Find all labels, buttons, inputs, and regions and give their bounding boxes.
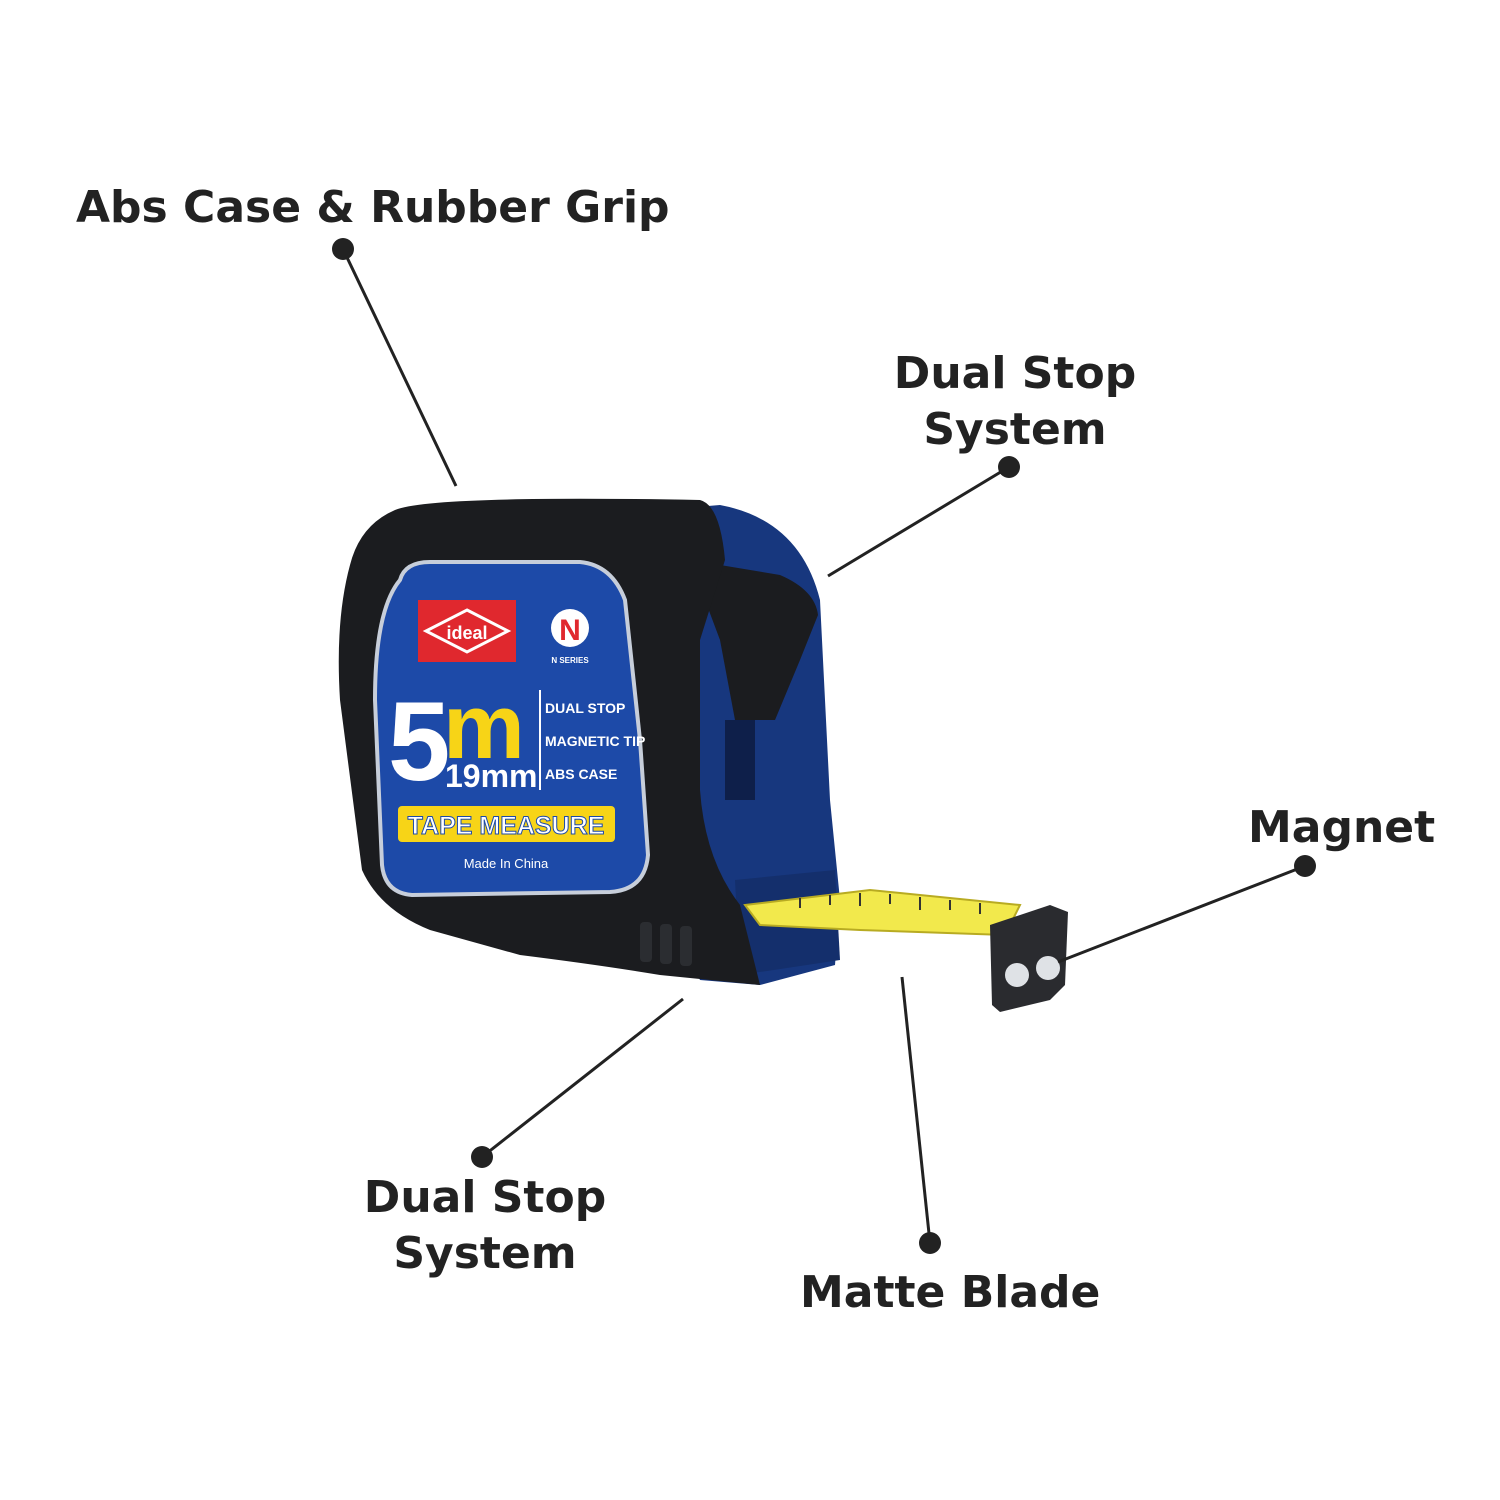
- leader-dual-stop-bottom: [481, 997, 684, 1159]
- series-badge: N N SERIES: [551, 609, 589, 665]
- leader-dot-dual-stop-bottom: [471, 1146, 493, 1168]
- length-number: 5: [388, 679, 450, 804]
- origin-text: Made In China: [464, 856, 549, 871]
- brand-name: ideal: [446, 623, 487, 643]
- callout-matte-blade: Matte Blade: [800, 1267, 1101, 1318]
- leader-dot-magnet: [1294, 855, 1316, 877]
- tape-width: 19mm: [445, 758, 538, 794]
- callout-dual-stop-top-line2: System: [923, 404, 1107, 455]
- series-badge-letter: N: [559, 614, 581, 647]
- blade-ticks: [799, 893, 981, 914]
- leader-dual-stop-top: [827, 465, 1010, 578]
- callout-dual-stop-top: Dual Stop System: [880, 346, 1150, 458]
- stop-button-top: [690, 560, 818, 720]
- callout-dual-stop-bottom-line1: Dual Stop: [363, 1172, 607, 1223]
- leader-magnet: [1057, 864, 1306, 964]
- callout-dual-stop-top-line1: Dual Stop: [893, 348, 1137, 399]
- callout-abs-case: Abs Case & Rubber Grip: [76, 182, 670, 233]
- leader-dot-matte-blade: [919, 1232, 941, 1254]
- product-name: TAPE MEASURE: [408, 812, 605, 840]
- magnetic-tip: [990, 905, 1068, 1012]
- leader-matte-blade: [900, 976, 932, 1244]
- blade-slot: [725, 720, 755, 800]
- callout-magnet: Magnet: [1248, 802, 1436, 853]
- leader-lines: [332, 238, 1316, 1254]
- feature-dual-stop: DUAL STOP: [545, 700, 625, 716]
- length-unit: m: [443, 676, 525, 778]
- leader-abs-case: [341, 248, 458, 487]
- leader-dot-dual-stop-top: [998, 456, 1020, 478]
- feature-divider: [539, 690, 541, 790]
- tape-measure: ideal N N SERIES 5 m 19mm DUAL STOP MAGN…: [338, 498, 840, 985]
- series-badge-text: N SERIES: [551, 656, 589, 665]
- product-name-banner: [398, 806, 615, 842]
- magnet-left: [1005, 963, 1029, 987]
- feature-abs-case: ABS CASE: [545, 766, 617, 782]
- leader-dot-abs-case: [332, 238, 354, 260]
- magnet-right: [1036, 956, 1060, 980]
- feature-magnetic-tip: MAGNETIC TIP: [545, 733, 645, 749]
- blade: [743, 888, 1068, 1012]
- callout-dual-stop-bottom: Dual Stop System: [350, 1170, 620, 1282]
- grip-ribs: [640, 922, 692, 966]
- brand-logo: ideal: [418, 600, 516, 662]
- callout-dual-stop-bottom-line2: System: [393, 1228, 577, 1279]
